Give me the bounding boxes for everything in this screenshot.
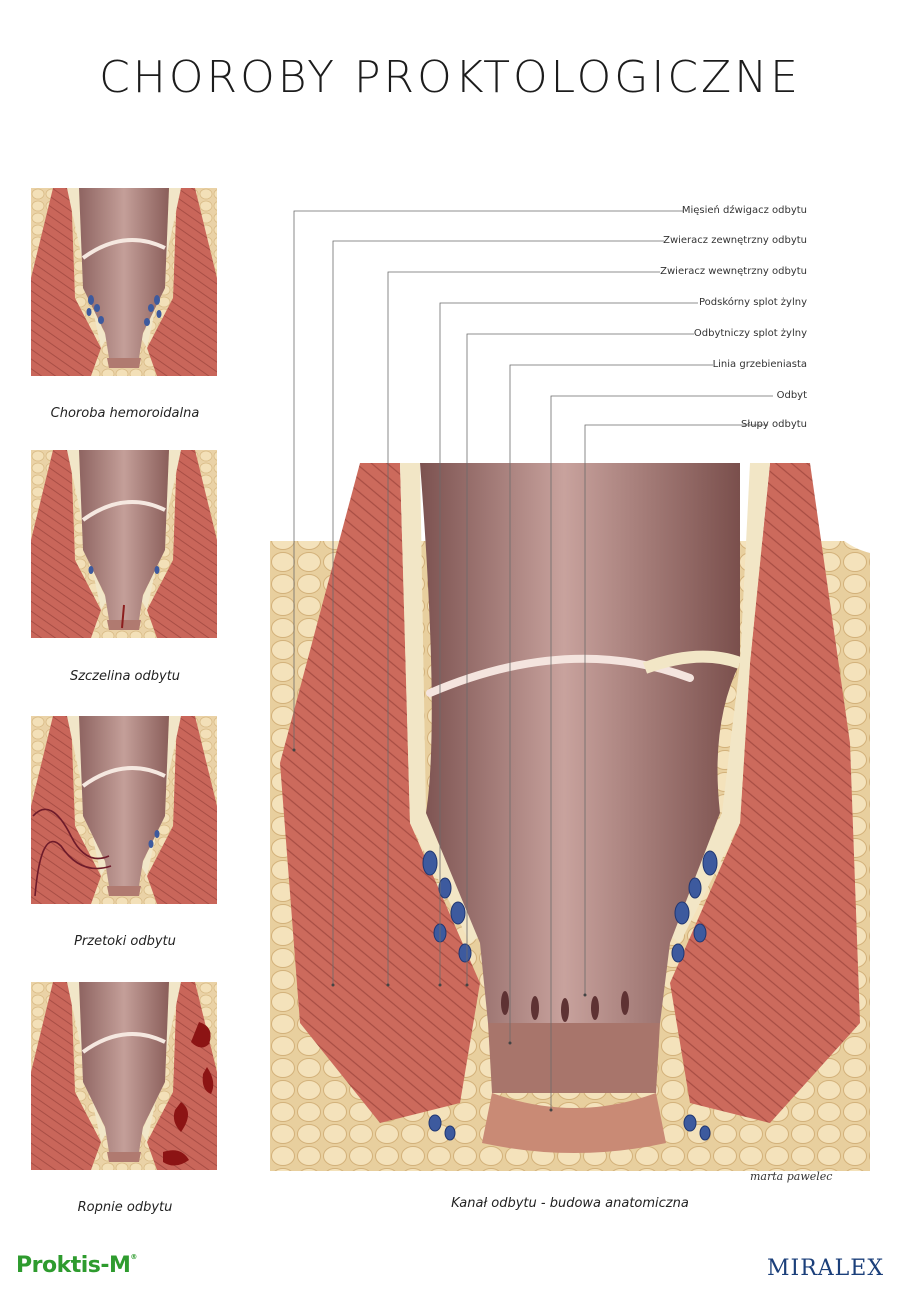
label-anus: Odbyt [776,390,807,401]
anal-canal-illustration [270,463,870,1171]
main-caption: Kanał odbytu - budowa anatomiczna [451,1196,689,1211]
label-external-sphincter: Zwieracz zewnętrzny odbytu [663,235,807,246]
label-anal-columns: Słupy odbytu [741,419,807,430]
fissure-diagram [31,450,217,638]
label-pectinate-line: Linia grzebieniasta [712,359,807,370]
label-rectal-plexus: Odbytniczy splot żylny [693,328,807,339]
abscess-diagram [31,982,217,1170]
page-title: CHOROBY PROKTOLOGICZNE [99,52,801,103]
thumbnail-caption: Choroba hemoroidalna [50,406,200,421]
proktis-logo: Proktis-M® [16,1253,137,1278]
fistula-diagram [31,716,217,904]
miralex-logo: MIRALEX [767,1256,884,1281]
label-subcutaneous-plexus: Podskórny splot żylny [698,297,807,308]
thumbnail-caption: Przetoki odbytu [74,934,176,949]
hemorrhoid-diagram [31,188,217,376]
label-levator-ani: Mięsień dźwigacz odbytu [681,205,807,216]
label-internal-sphincter: Zwieracz wewnętrzny odbytu [660,266,807,277]
artist-signature: marta pawelec [750,1170,833,1183]
thumbnail-caption: Ropnie odbytu [77,1200,173,1215]
thumbnail-caption: Szczelina odbytu [69,669,181,684]
